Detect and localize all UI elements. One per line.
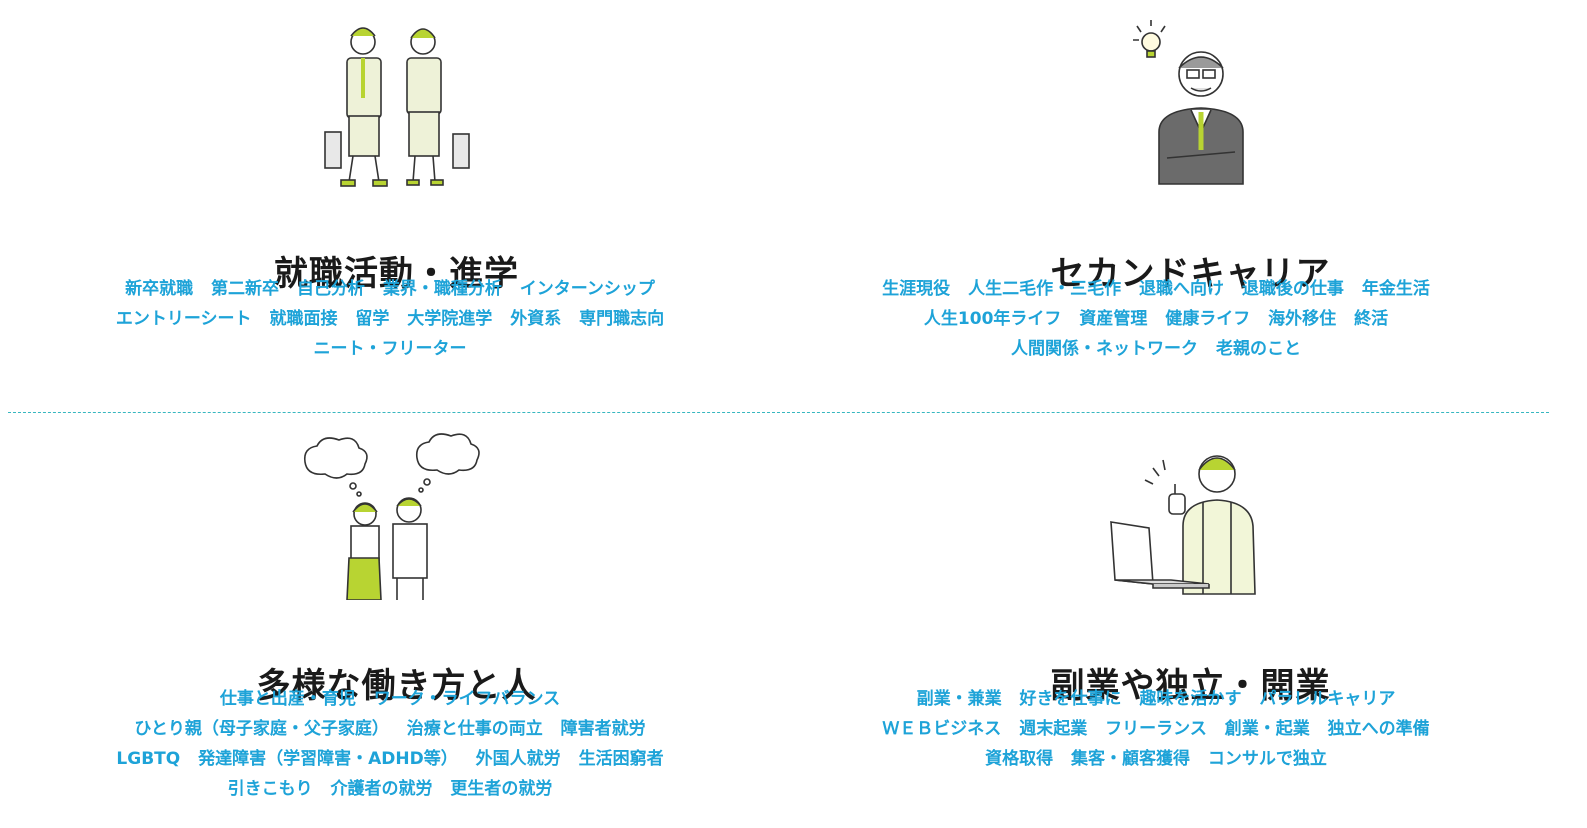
category-second-career: セカンドキャリア 生涯現役 人生二毛作・三毛作 退職へ向け 退職後の仕事 年金生… <box>794 0 1587 410</box>
tag-link[interactable]: 自己分析 <box>296 279 365 299</box>
tag-link[interactable]: コンサルで独立 <box>1207 749 1327 769</box>
tag-link[interactable]: 新卒就職 <box>125 279 194 299</box>
tag-link[interactable]: 留学 <box>355 309 390 329</box>
tag-link[interactable]: 人間関係・ネットワーク <box>1011 339 1199 359</box>
thinking-people-illustration <box>0 430 793 610</box>
tag-link[interactable]: 人生100年ライフ <box>923 309 1062 329</box>
tag-link[interactable]: 集客・顧客獲得 <box>1071 749 1190 769</box>
tag-link[interactable]: ＷＥＢビジネス <box>882 719 1002 739</box>
category-side-business: 副業や独立・開業 副業・兼業 好きを仕事に 趣味を活かす パラレルキャリア ＷＥ… <box>794 418 1587 828</box>
category-job-hunting: 就職活動・進学 新卒就職 第二新卒 自己分析 業界・職種分析 インターンシップ … <box>0 0 793 410</box>
tag-link[interactable]: 治療と仕事の両立 <box>406 719 543 739</box>
job-seekers-illustration <box>0 12 793 192</box>
tag-link[interactable]: 創業・起業 <box>1224 719 1310 739</box>
tag-link[interactable]: 週末起業 <box>1019 719 1088 739</box>
tag-link[interactable]: 大学院進学 <box>407 309 493 329</box>
tag-link[interactable]: 業界・職種分析 <box>382 279 502 299</box>
tag-link[interactable]: LGBTQ <box>116 749 181 769</box>
tag-link[interactable]: インターンシップ <box>519 279 655 299</box>
tag-link[interactable]: 副業・兼業 <box>916 689 1002 709</box>
category-diverse-work: 多様な働き方と人 仕事と出産・育児 ワーク・ライフバランス ひとり親（母子家庭・… <box>0 418 793 828</box>
category-title: セカンドキャリア <box>1050 254 1331 295</box>
tag-link[interactable]: 老親のこと <box>1215 339 1301 359</box>
tag-link[interactable]: 生涯現役 <box>882 279 951 299</box>
tag-link[interactable]: 第二新卒 <box>211 279 279 299</box>
section-divider <box>8 412 1549 413</box>
senior-man-illustration <box>794 12 1587 192</box>
tag-link[interactable]: エントリーシート <box>115 309 252 329</box>
tag-link[interactable]: ニート・フリーター <box>313 339 467 359</box>
tag-list: 副業・兼業 好きを仕事に 趣味を活かす パラレルキャリア ＷＥＢビジネス 週末起… <box>862 684 1462 774</box>
tag-link[interactable]: 更生者の就労 <box>450 779 553 799</box>
tag-list: 新卒就職 第二新卒 自己分析 業界・職種分析 インターンシップ エントリーシート… <box>96 274 696 364</box>
tag-link[interactable]: 仕事と出産・育児 <box>219 689 356 709</box>
tag-link[interactable]: 外資系 <box>510 309 562 329</box>
tag-link[interactable]: ひとり親（母子家庭・父子家庭） <box>134 719 389 739</box>
tag-link[interactable]: 趣味を活かす <box>1139 689 1242 709</box>
laptop-man-illustration <box>794 430 1587 610</box>
tag-link[interactable]: パラレルキャリア <box>1259 689 1396 709</box>
tag-link[interactable]: 就職面接 <box>269 309 338 329</box>
tag-link[interactable]: 終活 <box>1354 309 1389 329</box>
tag-link[interactable]: 資産管理 <box>1079 309 1148 329</box>
tag-link[interactable]: 年金生活 <box>1361 279 1430 299</box>
tag-link[interactable]: 生活困窮者 <box>578 749 664 769</box>
tag-link[interactable]: 退職へ向け <box>1139 279 1224 299</box>
category-title: 副業や独立・開業 <box>1050 666 1331 707</box>
tag-link[interactable]: フリーランス <box>1105 719 1207 739</box>
tag-link[interactable]: 退職後の仕事 <box>1241 279 1344 299</box>
tag-list: 生涯現役 人生二毛作・三毛作 退職へ向け 退職後の仕事 年金生活 人生100年ラ… <box>862 274 1462 364</box>
tag-link[interactable]: 障害者就労 <box>560 719 646 739</box>
tag-link[interactable]: 独立への準備 <box>1327 719 1430 739</box>
tag-link[interactable]: 海外移住 <box>1268 309 1337 329</box>
category-title: 多様な働き方と人 <box>256 666 537 707</box>
tag-link[interactable]: 発達障害（学習障害・ADHD等） <box>198 749 458 769</box>
tag-list: 仕事と出産・育児 ワーク・ライフバランス ひとり親（母子家庭・父子家庭） 治療と… <box>96 684 696 804</box>
tag-link[interactable]: 健康ライフ <box>1165 309 1251 329</box>
tag-link[interactable]: 資格取得 <box>985 749 1054 769</box>
tag-link[interactable]: 引きこもり <box>227 779 313 799</box>
tag-link[interactable]: 専門職志向 <box>579 309 665 329</box>
tag-link[interactable]: 人生二毛作・三毛作 <box>968 279 1122 299</box>
tag-link[interactable]: ワーク・ライフバランス <box>373 689 561 709</box>
category-title: 就職活動・進学 <box>274 254 519 295</box>
tag-link[interactable]: 好きを仕事に <box>1019 689 1122 709</box>
tag-link[interactable]: 外国人就労 <box>475 749 561 769</box>
tag-link[interactable]: 介護者の就労 <box>330 779 433 799</box>
